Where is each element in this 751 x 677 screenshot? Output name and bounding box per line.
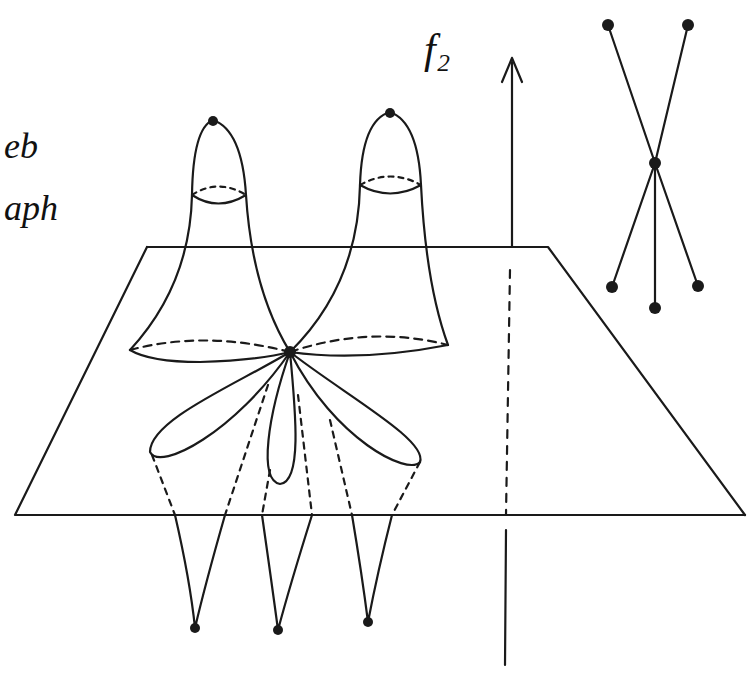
tube-hidden: [152, 455, 175, 515]
reeb-graph-vertices: [602, 19, 704, 314]
level-curve-hidden: [360, 177, 421, 186]
level-curve-hidden: [192, 187, 246, 196]
tube-hidden: [298, 395, 312, 515]
surface-outline: [290, 112, 390, 352]
tube: [262, 515, 312, 630]
surface-outline: [213, 120, 290, 352]
axis-line: [505, 530, 506, 665]
surface-outline: [130, 120, 213, 350]
level-curve: [290, 345, 448, 356]
tube-hidden: [262, 470, 270, 515]
level-curve: [130, 350, 290, 362]
axis-label: f₂: [424, 28, 450, 70]
reeb-graph: [608, 25, 698, 308]
level-curve-hidden: [130, 340, 290, 352]
critical-points: [190, 108, 395, 635]
caption-fragment: eb: [4, 128, 38, 164]
caption-fragment: aph: [4, 190, 58, 226]
level-curve: [360, 185, 421, 194]
axis-line: [511, 62, 513, 247]
tube-hidden: [392, 462, 420, 515]
tube-hidden: [330, 420, 352, 515]
tube: [175, 515, 225, 628]
plane-edge: [15, 247, 745, 515]
petal: [290, 352, 421, 465]
tube-hidden: [225, 385, 268, 515]
surface-outline: [390, 112, 448, 345]
axis-arrowhead: [502, 58, 522, 82]
petal: [268, 352, 296, 484]
axis-hidden: [506, 270, 510, 515]
tube: [352, 515, 392, 622]
level-curve: [192, 195, 246, 204]
